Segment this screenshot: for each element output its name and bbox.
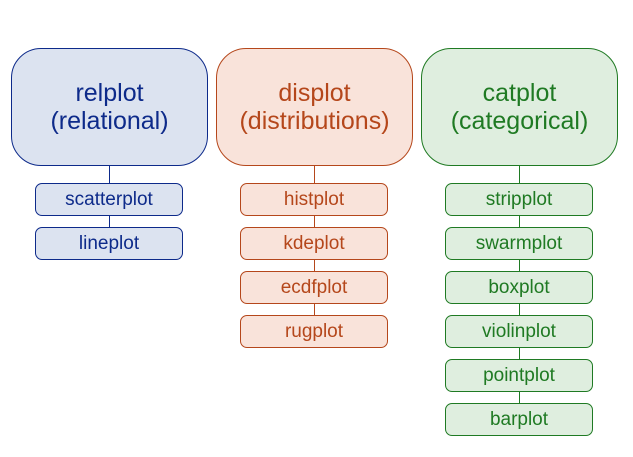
stripplot-box: stripplot <box>445 183 593 216</box>
rugplot-box: rugplot <box>240 315 388 348</box>
pointplot-box: pointplot <box>445 359 593 392</box>
kdeplot-box: kdeplot <box>240 227 388 260</box>
boxplot-box: boxplot <box>445 271 593 304</box>
barplot-box: barplot <box>445 403 593 436</box>
relplot-title: relplot <box>75 79 144 107</box>
catplot-box: catplot (categorical) <box>421 48 618 166</box>
histplot-box: histplot <box>240 183 388 216</box>
lineplot-box: lineplot <box>35 227 183 260</box>
catplot-title: catplot <box>482 79 557 107</box>
violinplot-box: violinplot <box>445 315 593 348</box>
scatterplot-box: scatterplot <box>35 183 183 216</box>
displot-title: displot <box>278 79 351 107</box>
ecdfplot-box: ecdfplot <box>240 271 388 304</box>
relplot-box: relplot (relational) <box>11 48 208 166</box>
displot-box: displot (distributions) <box>216 48 413 166</box>
catplot-subtitle: (categorical) <box>450 107 589 135</box>
swarmplot-box: swarmplot <box>445 227 593 260</box>
displot-subtitle: (distributions) <box>239 107 390 135</box>
relplot-subtitle: (relational) <box>50 107 169 135</box>
